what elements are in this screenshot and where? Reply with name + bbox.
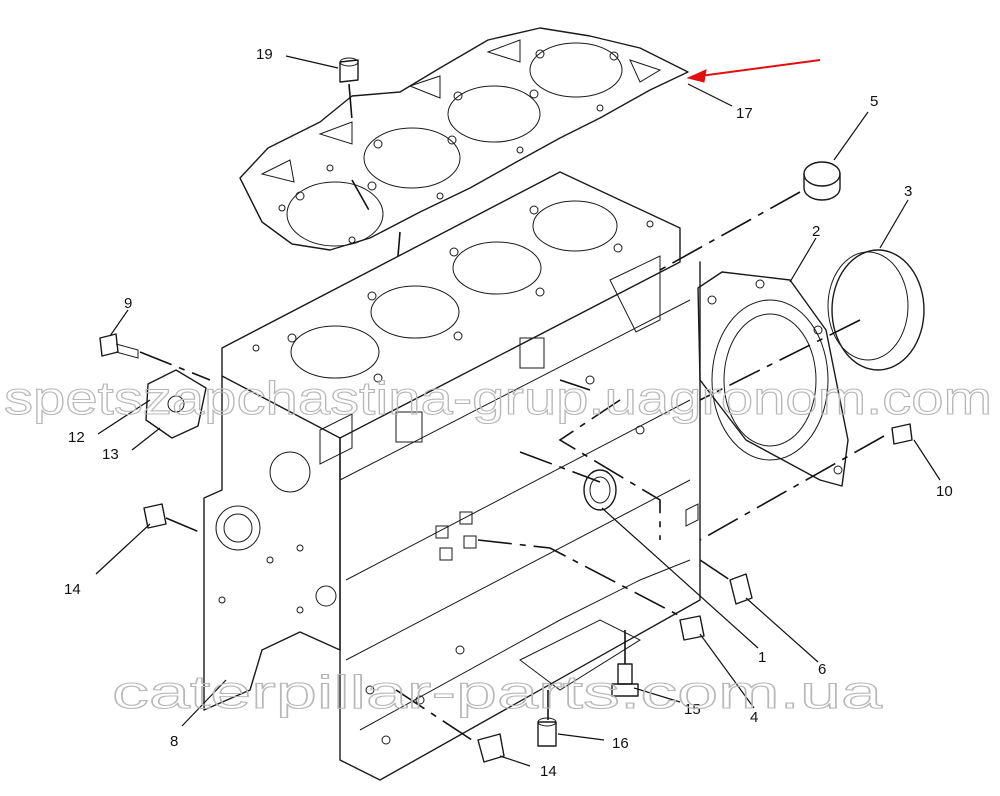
callout-14-left: 14 (64, 581, 81, 598)
callout-4: 4 (750, 709, 758, 726)
callout-19: 19 (256, 46, 273, 63)
head-gasket (239, 27, 689, 251)
callout-9: 9 (124, 295, 132, 312)
cup-plug-5 (803, 161, 841, 201)
rear-seal-housing-2 (697, 271, 849, 487)
callout-14-bottom: 14 (540, 763, 557, 780)
callout-8: 8 (170, 733, 178, 750)
callout-10: 10 (936, 483, 953, 500)
callout-labels: 19 17 5 3 2 9 12 13 10 14 1 6 4 15 16 14… (64, 46, 953, 780)
plug-14-bottom (477, 733, 505, 763)
watermark-bottom: caterpillar-parts.com.ua (112, 666, 883, 718)
assembly-lines (139, 83, 885, 745)
plug-14-left (143, 503, 167, 529)
plug-19 (339, 57, 359, 83)
watermark-top: spetszapchastina-grup.uagronom.com (4, 372, 992, 424)
callout-1: 1 (758, 649, 766, 666)
cylinder-block (203, 171, 701, 781)
leader-lines (95, 55, 941, 767)
callout-5: 5 (870, 93, 878, 110)
plug-6 (729, 573, 753, 605)
plug-16 (537, 717, 557, 747)
bolt-15 (611, 663, 639, 697)
bolt-10 (891, 423, 913, 445)
red-pointer-arrow (686, 59, 821, 83)
callout-12: 12 (68, 429, 85, 446)
callout-3: 3 (904, 183, 912, 200)
callout-13: 13 (102, 446, 119, 463)
callout-16: 16 (612, 735, 629, 752)
o-ring-1 (583, 469, 617, 511)
callout-2: 2 (812, 223, 820, 240)
cover-plate-13 (145, 369, 207, 439)
callout-6: 6 (818, 661, 826, 678)
callout-15: 15 (684, 701, 701, 718)
bolt-9 (99, 333, 139, 359)
callout-17: 17 (736, 105, 753, 122)
seal-ring-3 (827, 249, 925, 371)
plug-4 (679, 615, 705, 641)
